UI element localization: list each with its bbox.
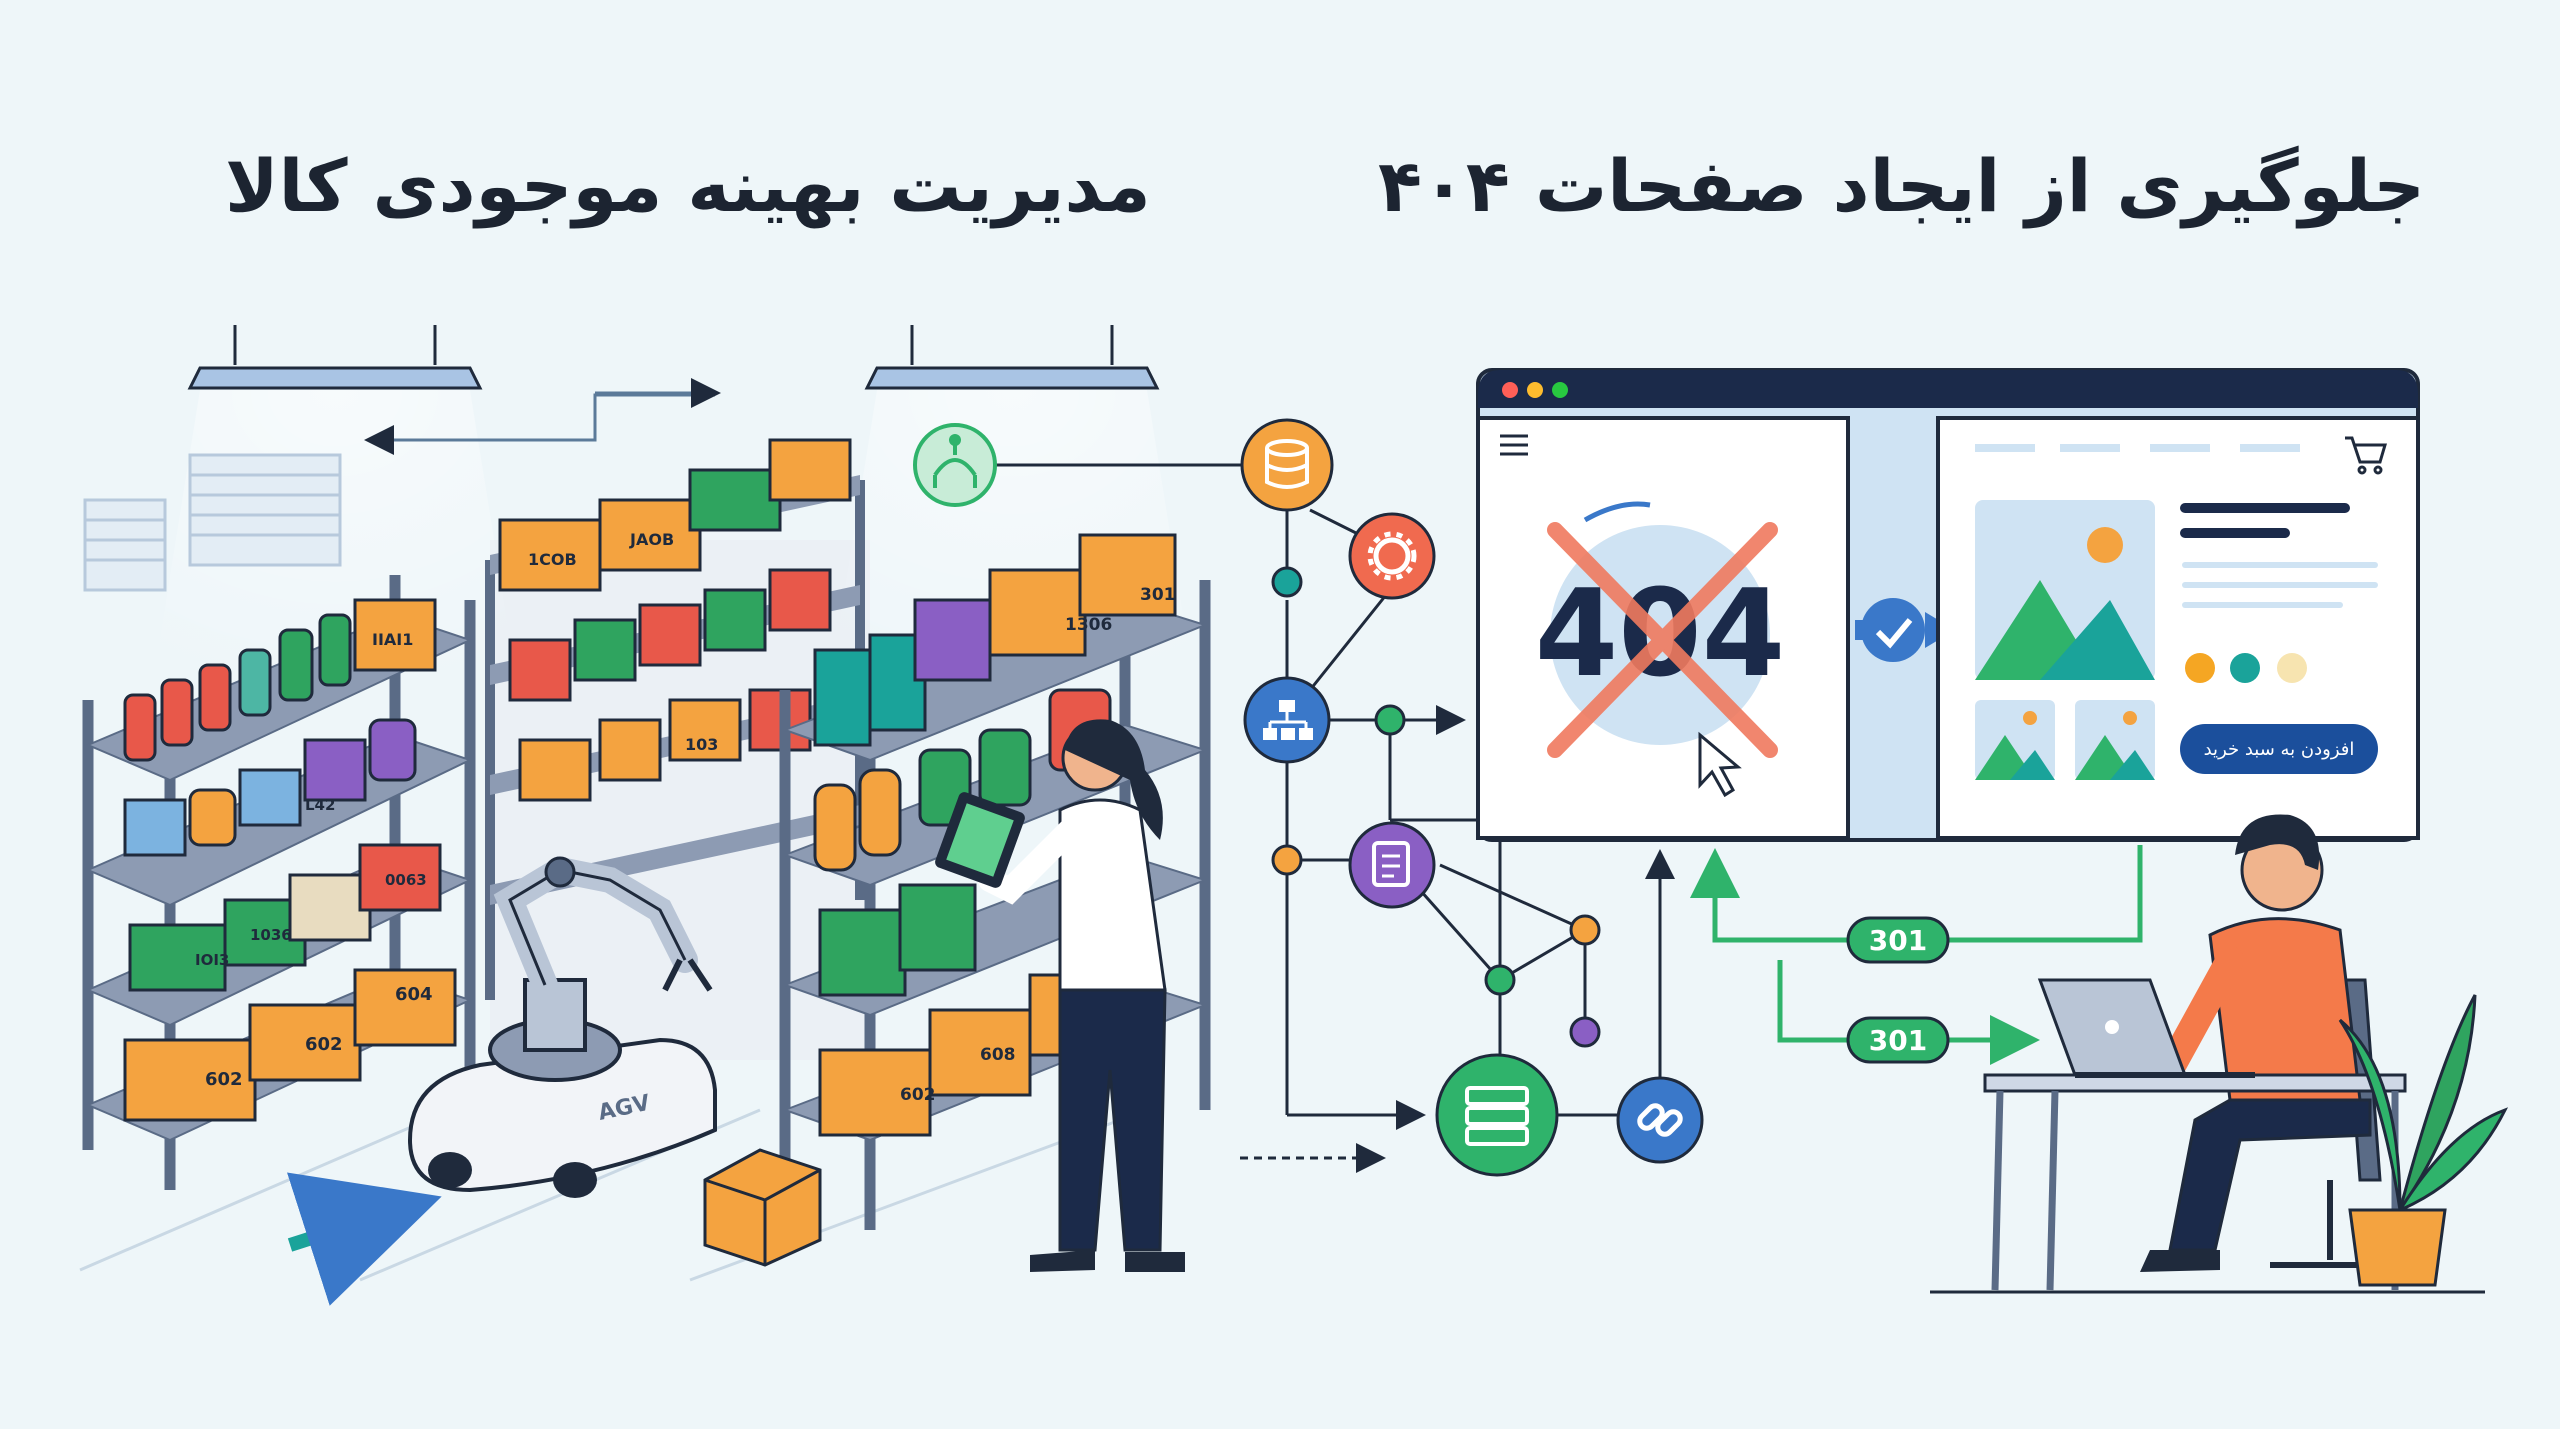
browser-window: 404	[1476, 368, 2420, 842]
redirect-badge: 301	[1846, 916, 1950, 964]
shelf-back: 1COB JAOB 103	[485, 438, 870, 1060]
box-code: L42	[305, 796, 335, 814]
swatch-teal[interactable]	[2230, 653, 2260, 683]
cursor-icon	[1698, 731, 1742, 798]
window-dot-minimize[interactable]	[1527, 382, 1543, 398]
box-code: IIAI1	[372, 630, 413, 649]
box-code: 604	[395, 984, 433, 1005]
swatch-orange[interactable]	[2185, 653, 2215, 683]
agv-robot: AGV	[286, 856, 717, 1306]
potted-plant	[2338, 994, 2509, 1287]
database-icon	[1240, 418, 1334, 512]
box-code: 608	[980, 1045, 1016, 1065]
cross-out-icon	[1547, 522, 1778, 758]
hamburger-menu-icon[interactable]	[1500, 434, 1528, 456]
box-code: 0063	[385, 871, 427, 889]
box-code: 1036	[250, 926, 292, 944]
cart-icon[interactable]	[2345, 436, 2388, 475]
prevent-404-headline: جلوگیری از ایجاد صفحات ۴۰۴	[1378, 144, 2425, 228]
box-code: 301	[1140, 585, 1176, 605]
box-code: 103	[685, 735, 718, 754]
server-icon	[1435, 1053, 1559, 1177]
redirect-code: 301	[1869, 924, 1927, 957]
window-blinds	[83, 453, 342, 592]
box-code: 1COB	[528, 550, 577, 569]
inventory-headline: مدیریت بهینه موجودی کالا	[225, 144, 1151, 228]
worker-woman	[935, 719, 1185, 1272]
swatch-cream[interactable]	[2277, 653, 2307, 683]
man-at-laptop	[1930, 814, 2509, 1294]
box-code: IOI3	[195, 951, 229, 969]
sitemap-icon	[1243, 676, 1331, 764]
box-code: 602	[205, 1069, 243, 1090]
box-code: 602	[900, 1085, 936, 1105]
product-panel: افزودن به سبد خرید	[1936, 416, 2420, 840]
thumbnail-image[interactable]	[1975, 700, 2055, 780]
product-image	[1975, 500, 2155, 680]
shelf-left: IIAI1 L42 IOI3 1036 0063	[82, 575, 476, 1190]
link-icon	[1616, 1076, 1704, 1164]
warehouse-scene: 1COB JAOB 103	[79, 325, 1211, 1306]
box-code: 602	[305, 1034, 343, 1055]
tree-icon	[913, 423, 997, 507]
error-panel: 404	[1476, 416, 1850, 840]
document-icon	[1348, 821, 1436, 909]
redirect-badge: 301	[1846, 1016, 1950, 1064]
box-code: JAOB	[629, 530, 674, 549]
link-network	[913, 418, 1704, 1177]
floor-box	[703, 1148, 822, 1267]
gear-icon	[1348, 512, 1436, 600]
redirect-check	[1855, 598, 1955, 662]
add-to-cart-label: افزودن به سبد خرید	[2204, 739, 2355, 760]
window-dot-close[interactable]	[1502, 382, 1518, 398]
box-code: 1306	[1065, 615, 1112, 635]
add-to-cart-button[interactable]: افزودن به سبد خرید	[2180, 724, 2378, 774]
thumbnail-image[interactable]	[2075, 700, 2155, 780]
flow-arrows	[364, 378, 721, 455]
redirect-code: 301	[1869, 1024, 1927, 1057]
window-dot-maximize[interactable]	[1552, 382, 1568, 398]
